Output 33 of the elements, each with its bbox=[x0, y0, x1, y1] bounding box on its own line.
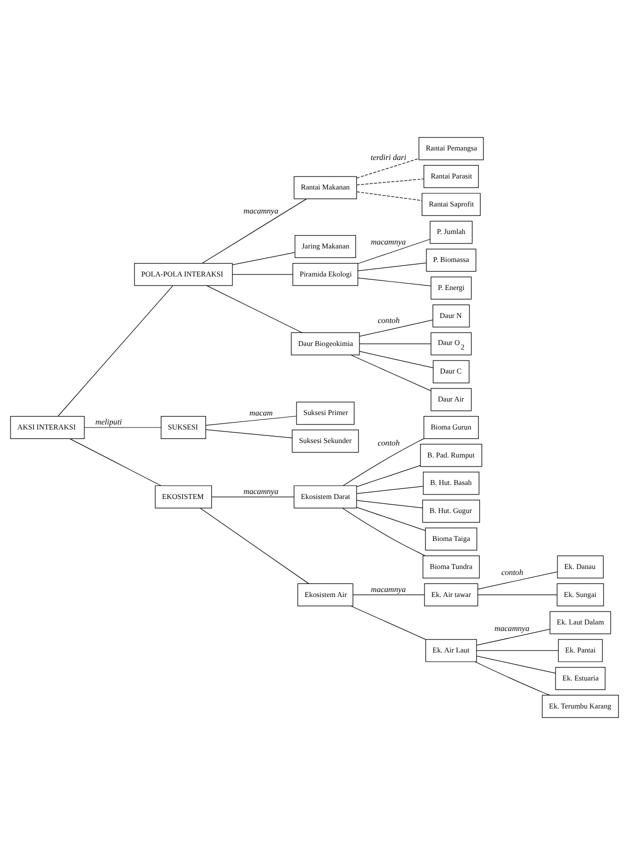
connector bbox=[474, 660, 550, 695]
connector bbox=[350, 605, 426, 640]
connector bbox=[211, 496, 294, 497]
connector bbox=[478, 594, 558, 595]
connector bbox=[206, 284, 302, 332]
connector bbox=[352, 594, 425, 595]
connector bbox=[476, 655, 556, 673]
connector bbox=[356, 191, 422, 200]
connector bbox=[358, 277, 432, 286]
connector bbox=[232, 252, 296, 265]
connector bbox=[356, 485, 424, 494]
connector bbox=[206, 428, 292, 438]
connector bbox=[350, 354, 432, 391]
connector bbox=[70, 438, 162, 486]
connector bbox=[202, 198, 307, 264]
connector bbox=[356, 178, 424, 185]
connector bbox=[358, 262, 426, 271]
connector bbox=[359, 343, 432, 344]
connector bbox=[356, 158, 420, 178]
connector bbox=[356, 500, 423, 508]
connector bbox=[200, 507, 309, 584]
connector bbox=[206, 415, 297, 426]
connector bbox=[84, 426, 162, 428]
connector bbox=[356, 506, 426, 530]
connector bbox=[478, 571, 558, 589]
connector bbox=[342, 507, 426, 556]
connector bbox=[359, 319, 433, 336]
connector bbox=[58, 284, 174, 416]
connector bbox=[359, 350, 434, 368]
connector bbox=[342, 438, 424, 486]
connector bbox=[356, 464, 421, 486]
connector bbox=[476, 628, 550, 645]
connector bbox=[358, 238, 430, 264]
